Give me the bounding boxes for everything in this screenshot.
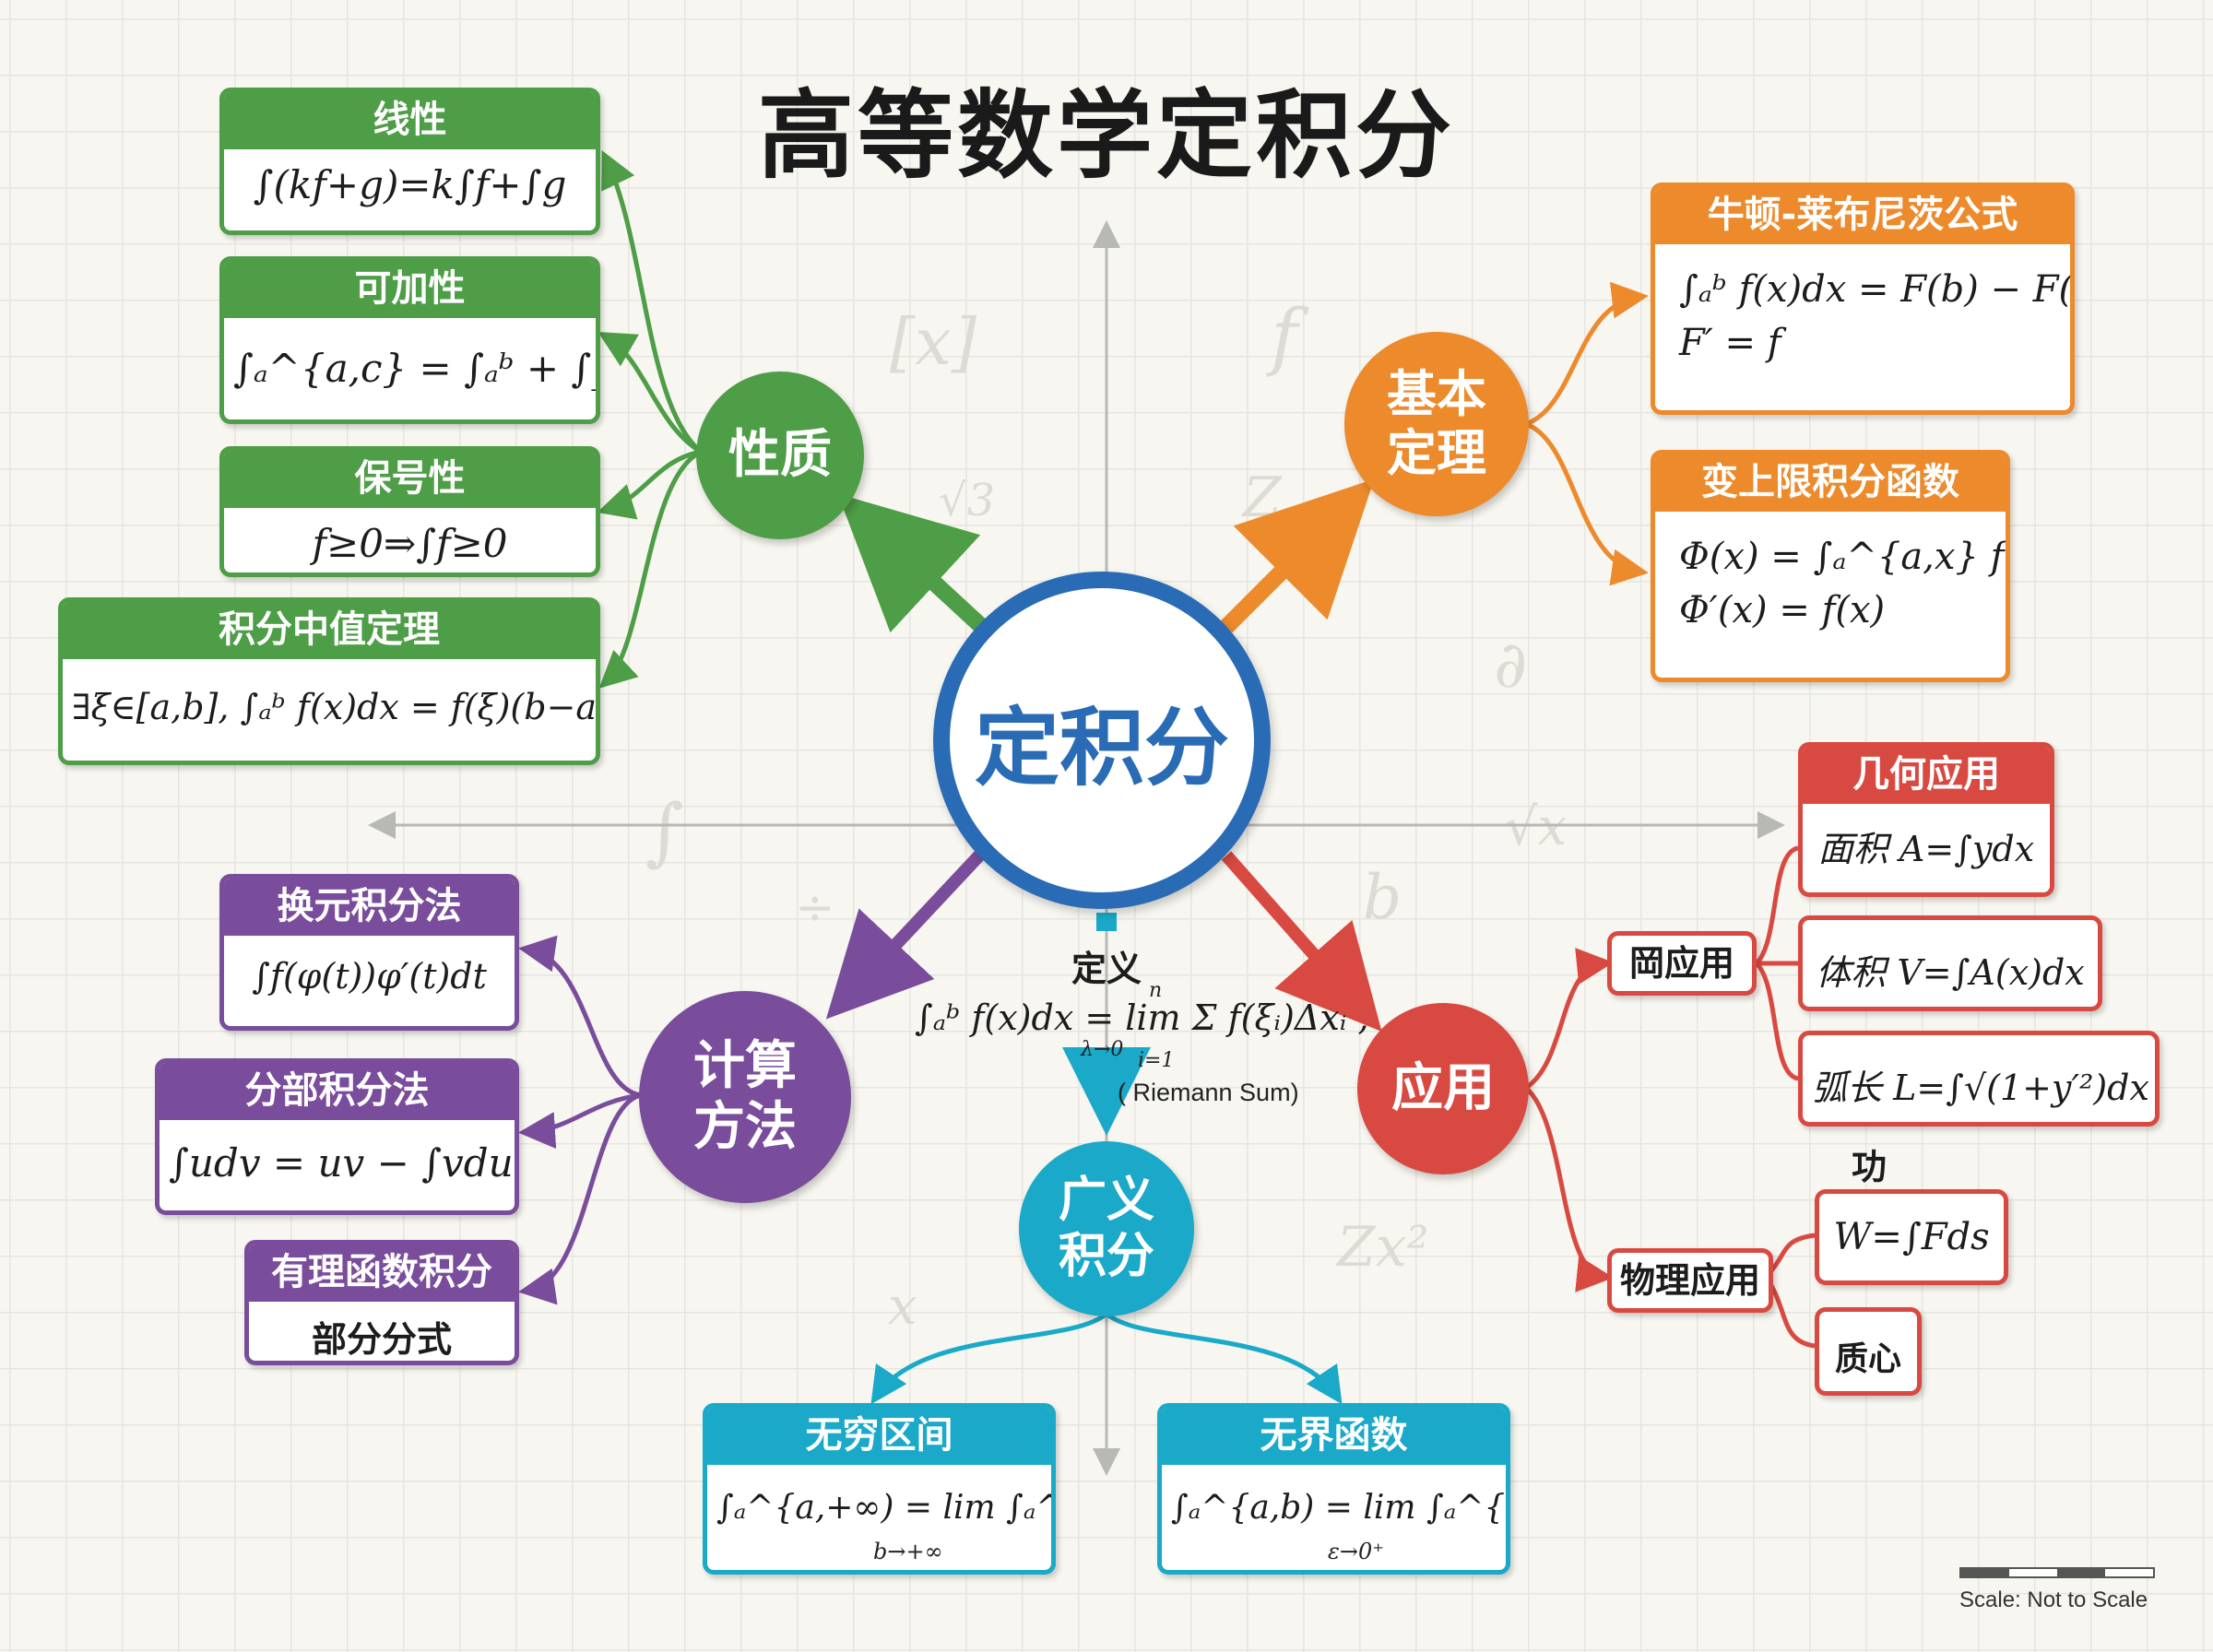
hub-properties: 性质	[696, 372, 864, 539]
card-variable-limit: 变上限积分函数 Φ(x) = ∫ₐ^{a,x} f(t)dt Φ′(x) = f…	[1651, 450, 2010, 682]
card-by-parts: 分部积分法 ∫udv = uv − ∫vdu	[155, 1058, 519, 1215]
definition-label: 定义	[1071, 949, 1142, 989]
bg-symbol: f	[1271, 293, 1298, 379]
card-unbounded-function: 无界函数 ∫ₐ^{a,b) = lim ∫ₐ^{a,b−ε} ε→0⁺	[1157, 1403, 1510, 1575]
spoke-properties	[837, 493, 988, 633]
card-title: 无界函数	[1162, 1408, 1506, 1465]
bg-symbol: √x	[1505, 797, 1568, 857]
card-title: 有理函数积分	[249, 1245, 515, 1302]
definition-formula: ∫ₐᵇ f(x)dx = lim Σ f(ξᵢ)Δxᵢ ,	[915, 997, 1369, 1038]
card-volume: 体积 V=∫A(x)dx	[1798, 915, 2102, 1011]
definition-sum-top: n	[1149, 979, 1163, 1002]
definition-sum-bottom: i=1	[1138, 1049, 1175, 1072]
center-label: 定积分	[974, 698, 1229, 797]
card-rational: 有理函数积分 部分分式	[244, 1240, 519, 1365]
bg-symbol: ∫	[645, 788, 684, 874]
spoke-fundamental	[1220, 478, 1375, 633]
card-formula: ∫ₐ^{a,+∞) = lim ∫ₐ^{a,b}	[716, 1489, 1051, 1527]
tag-other-application-label: 岡应用	[1628, 943, 1734, 984]
card-title: 换元积分法	[224, 879, 515, 936]
card-substitution: 换元积分法 ∫f(φ(t))φ′(t)dt	[219, 874, 519, 1031]
geometry-area: 面积 A=∫ydx	[1817, 829, 2035, 869]
spoke-applications	[1221, 851, 1382, 1032]
hub-fundamental-label: 基本定理	[1387, 365, 1486, 482]
card-formula: Φ(x) = ∫ₐ^{a,x} f(t)dt	[1679, 536, 2006, 578]
definition-lim-sub: λ→0	[1081, 1038, 1124, 1061]
hub-improper-label: 广义积分	[1058, 1172, 1154, 1284]
geometry-arc: 弧长 L=∫√(1+y′²)dx	[1812, 1068, 2149, 1108]
card-title: 无穷区间	[707, 1408, 1051, 1465]
hub-methods-label: 计算方法	[693, 1035, 797, 1157]
card-sign: 保号性 f≥0⇒∫f≥0	[219, 446, 600, 577]
card-infinite-interval: 无穷区间 ∫ₐ^{a,+∞) = lim ∫ₐ^{a,b} b→+∞	[703, 1403, 1056, 1575]
card-title: 几何应用	[1803, 747, 2050, 804]
card-additivity: 可加性 ∫ₐ^{a,c} = ∫ₐᵇ + ∫_b^{b,c}	[219, 256, 600, 424]
card-title: 变上限积分函数	[1655, 454, 2006, 512]
card-formula: ∫f(φ(t))φ′(t)dt	[252, 956, 487, 997]
tag-physics-application-label: 物理应用	[1619, 1260, 1760, 1301]
card-title: 可加性	[224, 261, 596, 318]
scale-label: Scale: Not to Scale	[1959, 1587, 2148, 1612]
card-formula-2: Φ′(x) = f(x)	[1679, 589, 1886, 631]
card-title: 牛顿-莱布尼茨公式	[1655, 187, 2070, 244]
unbounded-lim-sub: ε→0⁺	[1328, 1539, 1384, 1564]
card-newton-leibniz: 牛顿-莱布尼茨公式 ∫ₐᵇ f(x)dx = F(b) − F(a) F′ = …	[1651, 183, 2075, 415]
card-title: 积分中值定理	[63, 602, 596, 659]
hub-improper: 广义积分	[1019, 1141, 1194, 1316]
definition-note: ( Riemann Sum)	[1118, 1079, 1299, 1106]
card-title: 线性	[224, 92, 596, 149]
bg-symbol: x	[888, 1277, 917, 1337]
hub-methods: 计算方法	[639, 991, 851, 1203]
tag-other-application: 岡应用	[1607, 931, 1757, 996]
card-title: 分部积分法	[160, 1063, 515, 1120]
bg-symbol: Zx²	[1337, 1215, 1429, 1280]
scale-bar	[1959, 1567, 2155, 1578]
card-work: W=∫Fds	[1815, 1189, 2008, 1285]
hub-applications: 应用	[1357, 1003, 1529, 1174]
card-formula: ∫ₐᵇ f(x)dx = F(b) − F(a)	[1679, 268, 2075, 311]
hub-applications-label: 应用	[1391, 1057, 1495, 1118]
page-title: 高等数学定积分	[757, 79, 1455, 192]
card-formula-2: F′ = f	[1679, 322, 1781, 364]
card-formula: ∫(kf+g)=k∫f+∫g	[253, 162, 567, 207]
bg-symbol: ∂	[1494, 627, 1528, 702]
physics-work: W=∫Fds	[1833, 1216, 1990, 1258]
card-title: 保号性	[224, 451, 596, 508]
hub-properties-label: 性质	[728, 424, 832, 485]
card-formula: ∫ₐ^{a,b) = lim ∫ₐ^{a,b−ε}	[1171, 1489, 1506, 1527]
center-node: 定积分	[933, 572, 1271, 909]
physics-centroid: 质心	[1834, 1340, 1901, 1378]
card-centroid: 质心	[1815, 1307, 1922, 1396]
card-formula: ∫udv = uv − ∫vdu	[169, 1140, 514, 1186]
work-label: 功	[1852, 1147, 1888, 1187]
card-geometry: 几何应用 面积 A=∫ydx	[1798, 742, 2054, 897]
infinite-lim-sub: b→+∞	[873, 1539, 943, 1564]
hub-fundamental: 基本定理	[1344, 332, 1529, 516]
card-arc: 弧长 L=∫√(1+y′²)dx	[1798, 1031, 2160, 1127]
card-formula: 部分分式	[311, 1319, 452, 1360]
card-formula: ∃ξ∈[a,b], ∫ₐᵇ f(x)dx = f(ξ)(b−a)	[72, 687, 600, 727]
card-formula: f≥0⇒∫f≥0	[312, 521, 508, 566]
card-linearity: 线性 ∫(kf+g)=k∫f+∫g	[219, 88, 600, 235]
card-mean-value: 积分中值定理 ∃ξ∈[a,b], ∫ₐᵇ f(x)dx = f(ξ)(b−a)	[58, 597, 600, 765]
geometry-volume: 体积 V=∫A(x)dx	[1816, 952, 2085, 993]
card-formula: ∫ₐ^{a,c} = ∫ₐᵇ + ∫_b^{b,c}	[233, 346, 596, 391]
spoke-methods	[825, 851, 985, 1020]
bg-symbol: [x]	[890, 304, 977, 380]
tag-physics-application: 物理应用	[1607, 1248, 1773, 1313]
